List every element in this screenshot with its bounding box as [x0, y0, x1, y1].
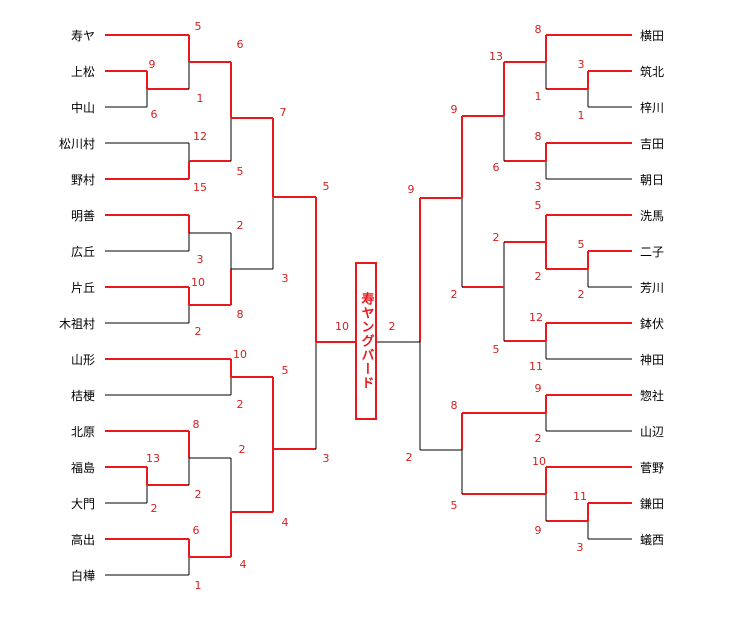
team-name-left: 北原	[71, 425, 95, 439]
team-name-right: 朝日	[640, 173, 664, 187]
score-left: 4	[240, 558, 247, 571]
team-name-right: 山辺	[640, 425, 664, 439]
team-name-left: 寿ヤ	[71, 29, 95, 43]
team-name-left: 広丘	[71, 245, 95, 259]
team-name-left: 高出	[71, 532, 95, 547]
score-right: 5	[578, 238, 585, 251]
score-right: 9	[535, 382, 542, 395]
score-right: 2	[451, 288, 458, 301]
score-left: 10	[191, 276, 205, 289]
champion-box: 寿ヤングバード	[355, 262, 377, 420]
score-right: 1	[578, 109, 585, 122]
score-right: 2	[535, 270, 542, 283]
team-name-right: 鉢伏	[640, 317, 664, 331]
score-left: 1	[195, 579, 202, 592]
team-name-right: 横田	[640, 29, 664, 43]
score-left: 2	[195, 325, 202, 338]
score-left: 9	[149, 58, 156, 71]
score-right: 2	[389, 320, 396, 333]
score-right: 8	[451, 399, 458, 412]
score-left: 6	[237, 38, 244, 51]
team-name-right: 神田	[640, 353, 664, 367]
score-right: 2	[406, 451, 413, 464]
score-right: 5	[493, 343, 500, 356]
score-left: 5	[282, 364, 289, 377]
score-left: 3	[197, 253, 204, 266]
score-left: 2	[195, 488, 202, 501]
score-right: 3	[535, 180, 542, 193]
score-right: 8	[535, 23, 542, 36]
score-left: 5	[237, 165, 244, 178]
score-left: 6	[151, 108, 158, 121]
score-right: 6	[493, 161, 500, 174]
score-left: 1	[197, 92, 204, 105]
score-left: 7	[280, 106, 287, 119]
team-name-left: 福島	[71, 460, 95, 475]
score-right: 2	[493, 231, 500, 244]
score-left: 2	[151, 502, 158, 515]
score-right: 5	[451, 499, 458, 512]
team-name-right: 鎌田	[640, 496, 664, 511]
score-left: 4	[282, 516, 289, 529]
team-name-right: 芳川	[640, 281, 664, 295]
team-name-right: 惣社	[640, 388, 664, 403]
score-left: 8	[193, 418, 200, 431]
score-right: 9	[408, 183, 415, 196]
score-left: 5	[195, 20, 202, 33]
team-name-left: 白樺	[71, 568, 95, 583]
score-right: 3	[578, 58, 585, 71]
score-right: 10	[532, 455, 546, 468]
score-left: 13	[146, 452, 160, 465]
score-right: 2	[578, 288, 585, 301]
score-left: 10	[233, 348, 247, 361]
score-left: 12	[193, 130, 207, 143]
score-right: 2	[535, 432, 542, 445]
score-left: 6	[193, 524, 200, 537]
score-left: 3	[323, 452, 330, 465]
score-right: 8	[535, 130, 542, 143]
team-name-left: 明善	[71, 208, 95, 223]
score-left: 2	[239, 443, 246, 456]
team-name-left: 桔梗	[71, 388, 95, 403]
team-name-left: 山形	[71, 353, 95, 367]
team-name-left: 中山	[71, 100, 95, 115]
score-left: 15	[193, 181, 207, 194]
team-name-right: 筑北	[640, 64, 664, 79]
team-name-right: 洗馬	[640, 209, 664, 223]
team-name-right: 蟻西	[640, 533, 664, 547]
score-right: 9	[535, 524, 542, 537]
team-name-right: 梓川	[640, 100, 664, 115]
team-name-left: 松川村	[59, 137, 95, 151]
champion-name: 寿ヤングバード	[358, 292, 374, 390]
team-name-right: 吉田	[640, 137, 664, 151]
score-right: 5	[535, 199, 542, 212]
score-left: 2	[237, 398, 244, 411]
team-name-left: 大門	[71, 497, 95, 511]
team-name-left: 片丘	[71, 281, 95, 295]
team-name-left: 野村	[71, 173, 95, 187]
score-left: 3	[282, 272, 289, 285]
score-right: 9	[451, 103, 458, 116]
score-left: 8	[237, 308, 244, 321]
score-right: 11	[529, 360, 543, 373]
score-right: 3	[577, 541, 584, 554]
score-left: 10	[335, 320, 349, 333]
score-right: 12	[529, 311, 543, 324]
score-left: 2	[237, 219, 244, 232]
score-left: 5	[323, 180, 330, 193]
team-name-right: 二子	[640, 245, 664, 259]
score-right: 13	[489, 50, 503, 63]
team-name-left: 木祖村	[59, 316, 95, 331]
score-right: 1	[535, 90, 542, 103]
score-right: 11	[573, 490, 587, 503]
team-name-right: 菅野	[640, 461, 664, 475]
team-name-left: 上松	[71, 65, 95, 79]
